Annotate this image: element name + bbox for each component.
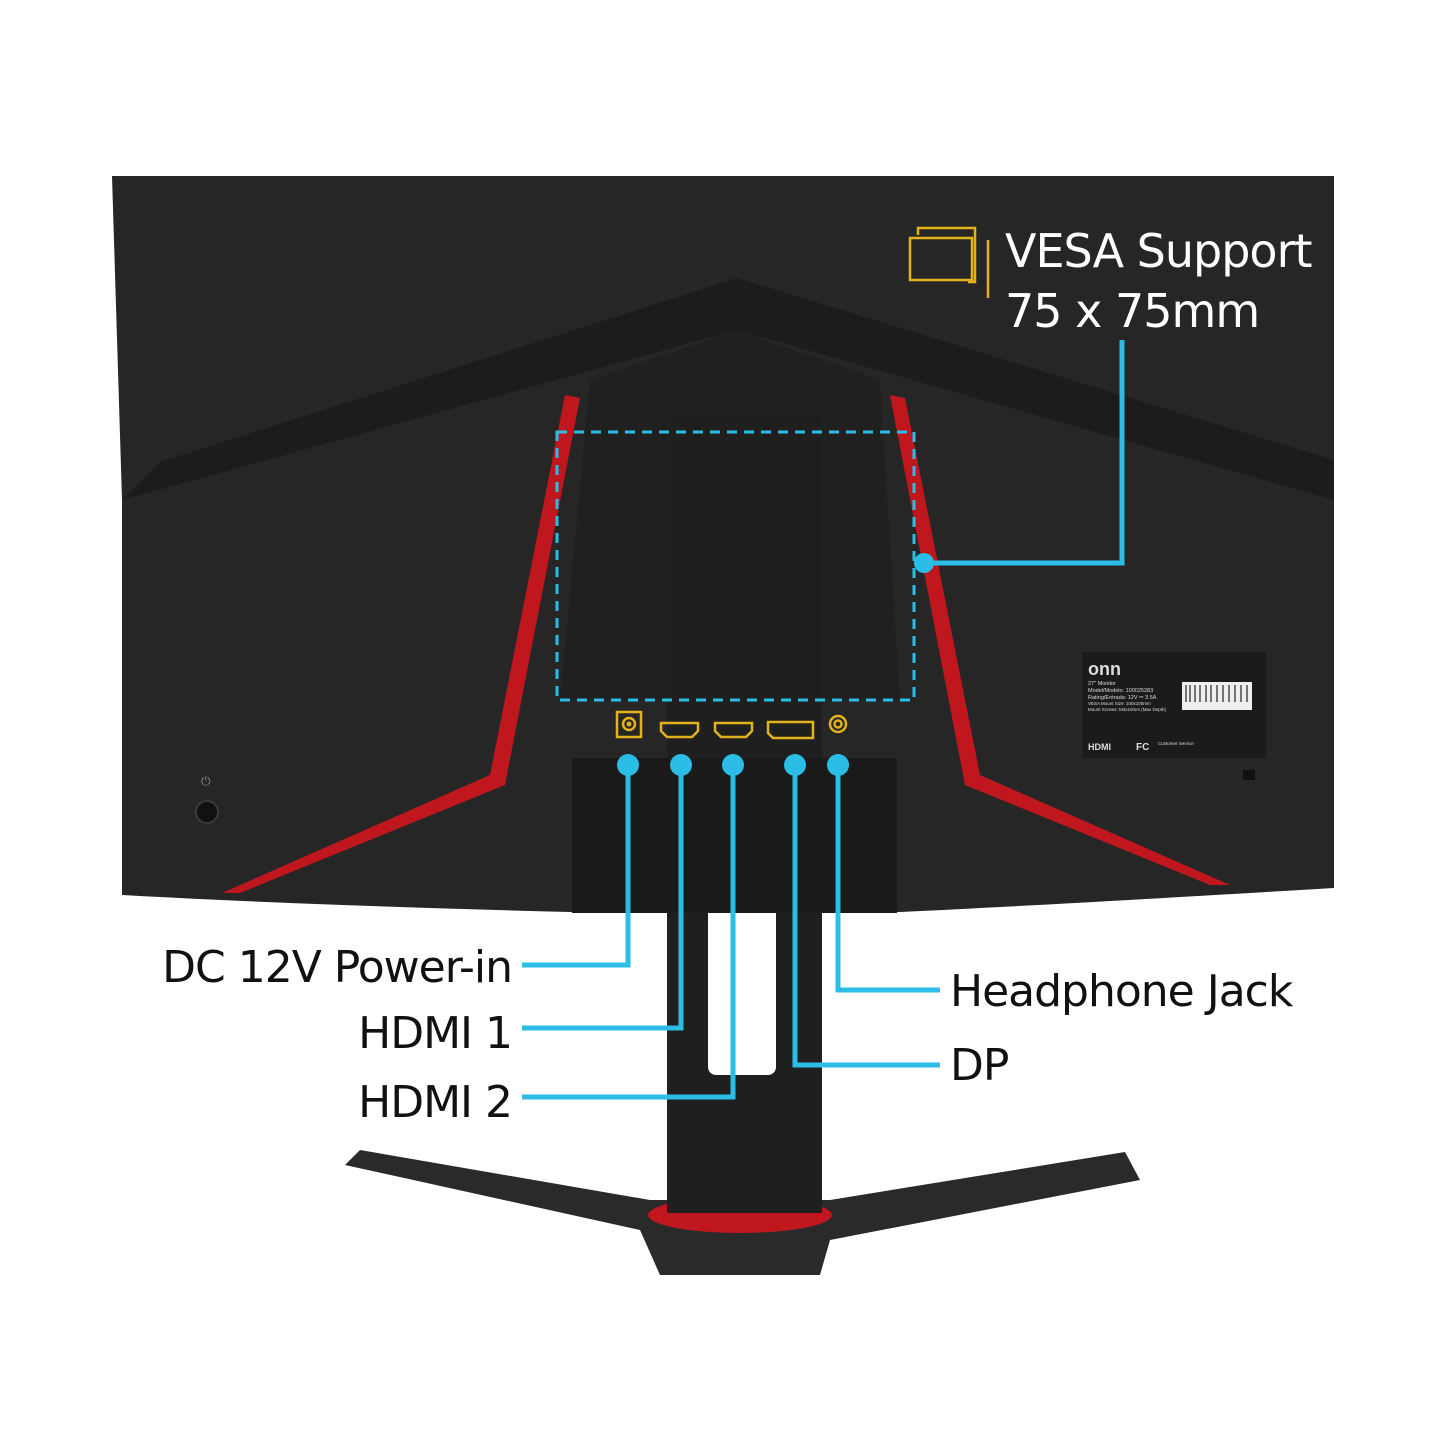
hdmi1-callout-line	[522, 765, 684, 1031]
vesa-callout-dot	[914, 553, 934, 573]
hdmi2-callout-line	[522, 765, 736, 1100]
dc-callout-dot	[617, 754, 639, 776]
dc-callout-line	[522, 765, 631, 968]
dc-port-icon	[615, 710, 643, 739]
headphone-callout-line	[835, 765, 940, 993]
sticker-line: 27" Monitor	[1088, 681, 1116, 687]
hdmi2-callout-dot	[722, 754, 744, 776]
vesa-size-label: 75 x 75mm	[1005, 284, 1259, 338]
hdmi-logo: HDMI	[1088, 742, 1111, 752]
customer-service: Customer Service	[1158, 741, 1194, 746]
product-sticker: onn 27" Monitor Model/Modelo: 100025283 …	[1082, 652, 1266, 758]
vesa-area	[555, 430, 916, 702]
headphone-jack-icon	[828, 714, 848, 734]
headphone-jack-label: Headphone Jack	[950, 966, 1294, 1017]
vesa-callout-line	[924, 340, 1125, 566]
headphone-callout-dot	[827, 754, 849, 776]
sticker-line: Mount Screws: M4x10mm (Max Depth)	[1088, 707, 1167, 712]
dp-callout-dot	[784, 754, 806, 776]
hdmi1-callout-dot	[670, 754, 692, 776]
vesa-mount-icon	[908, 226, 990, 298]
sticker-line: VESA Mount Size: 100x100mm	[1088, 701, 1151, 706]
stand-handle-hole	[708, 900, 776, 1075]
vesa-support-label: VESA Support	[1005, 224, 1312, 278]
sticker-line: Rating/Entrada: 12V ⎓ 3.5A	[1088, 695, 1157, 701]
dc-power-label: DC 12V Power-in	[162, 942, 512, 993]
dp-label: DP	[950, 1040, 1009, 1091]
displayport-icon	[766, 720, 815, 740]
hdmi2-label: HDMI 2	[358, 1077, 512, 1128]
sticker-line: Model/Modelo: 100025283	[1088, 688, 1153, 694]
fcc-logo: FC	[1136, 742, 1149, 753]
monitor-top-bevel	[122, 278, 1334, 500]
power-button-icon[interactable]: ⏻	[195, 774, 219, 824]
sticker-brand: onn	[1088, 659, 1121, 679]
svg-text:⏻: ⏻	[201, 774, 211, 788]
hdmi-port-icon	[713, 721, 754, 739]
hdmi-port-icon	[659, 721, 700, 739]
hdmi1-label: HDMI 1	[358, 1008, 512, 1059]
right-red-accent	[890, 395, 1230, 885]
kensington-lock	[1243, 770, 1255, 780]
dp-callout-line	[792, 765, 940, 1068]
